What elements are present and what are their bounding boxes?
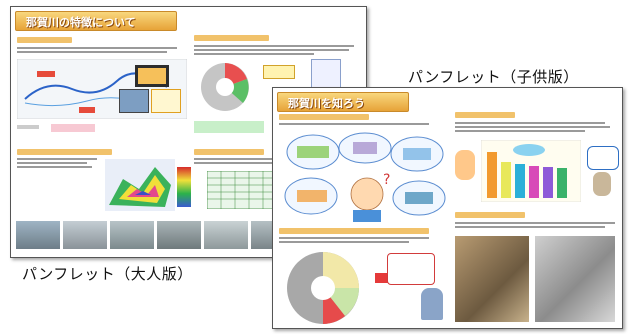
body-text-line: [194, 45, 354, 47]
adult-edition-caption: パンフレット（大人版）: [22, 265, 193, 283]
photo: [204, 221, 248, 249]
photo: [63, 221, 107, 249]
body-text-line: [455, 222, 615, 224]
photo: [535, 236, 615, 322]
kids-pamphlet-title: 那賀川を知ろう: [288, 97, 365, 110]
svg-text:?: ?: [383, 172, 390, 188]
kids-edition-caption: パンフレット（子供版）: [408, 68, 579, 86]
speech-bubble: [587, 146, 619, 170]
speech-bubble: [387, 253, 435, 285]
adult-pamphlet-title: 那賀川の特徴について: [26, 16, 136, 29]
photo: [455, 236, 529, 322]
bar-chart-figure: [481, 140, 581, 202]
pie-chart-figure: [287, 252, 359, 324]
section-heading: [279, 114, 369, 120]
section-heading: [455, 212, 525, 218]
elder-character: [593, 172, 611, 196]
photo: [157, 221, 201, 249]
body-text-line: [455, 130, 585, 132]
section-heading: [455, 112, 515, 118]
callout-box: [263, 65, 295, 79]
child-character: [455, 150, 475, 180]
rainfall-map-figure: [105, 159, 175, 211]
section-heading: [17, 149, 112, 155]
photo: [16, 221, 60, 249]
body-text-line: [194, 158, 344, 160]
body-text-line: [455, 126, 610, 128]
map-legend-bar: [177, 167, 191, 207]
body-text-line: [17, 162, 87, 164]
mascot-figure: [421, 288, 443, 320]
data-table-figure: [311, 59, 341, 89]
inset-photo: [119, 89, 149, 113]
section-heading: [279, 228, 429, 234]
data-table-grid: [207, 171, 277, 209]
adult-pamphlet-title-bar: 那賀川の特徴について: [15, 11, 177, 31]
body-text-line: [194, 162, 334, 164]
body-text-line: [17, 47, 177, 49]
thought-bubbles-illustration: ?: [284, 132, 446, 222]
section-heading: [17, 37, 72, 43]
section-heading: [194, 149, 264, 155]
body-text-line: [17, 166, 92, 168]
callout-box: [151, 89, 181, 113]
body-text-line: [17, 158, 97, 160]
photo: [110, 221, 154, 249]
body-text-line: [17, 51, 167, 53]
highlight-box: [51, 124, 95, 132]
section-heading: [194, 35, 269, 41]
body-text-line: [279, 123, 429, 125]
pie-chart-figure: [201, 63, 249, 111]
body-text-line: [279, 237, 429, 239]
body-text-line: [17, 125, 39, 129]
body-text-line: [194, 49, 349, 51]
kids-pamphlet-title-bar: 那賀川を知ろう: [277, 92, 409, 112]
label-badge: [375, 273, 389, 283]
kids-pamphlet-thumbnail: 那賀川を知ろう ?: [272, 87, 623, 329]
body-text-line: [455, 122, 605, 124]
body-text-line: [279, 241, 409, 243]
body-text-line: [455, 226, 605, 228]
body-text-line: [194, 53, 314, 55]
highlight-box: [194, 121, 264, 133]
